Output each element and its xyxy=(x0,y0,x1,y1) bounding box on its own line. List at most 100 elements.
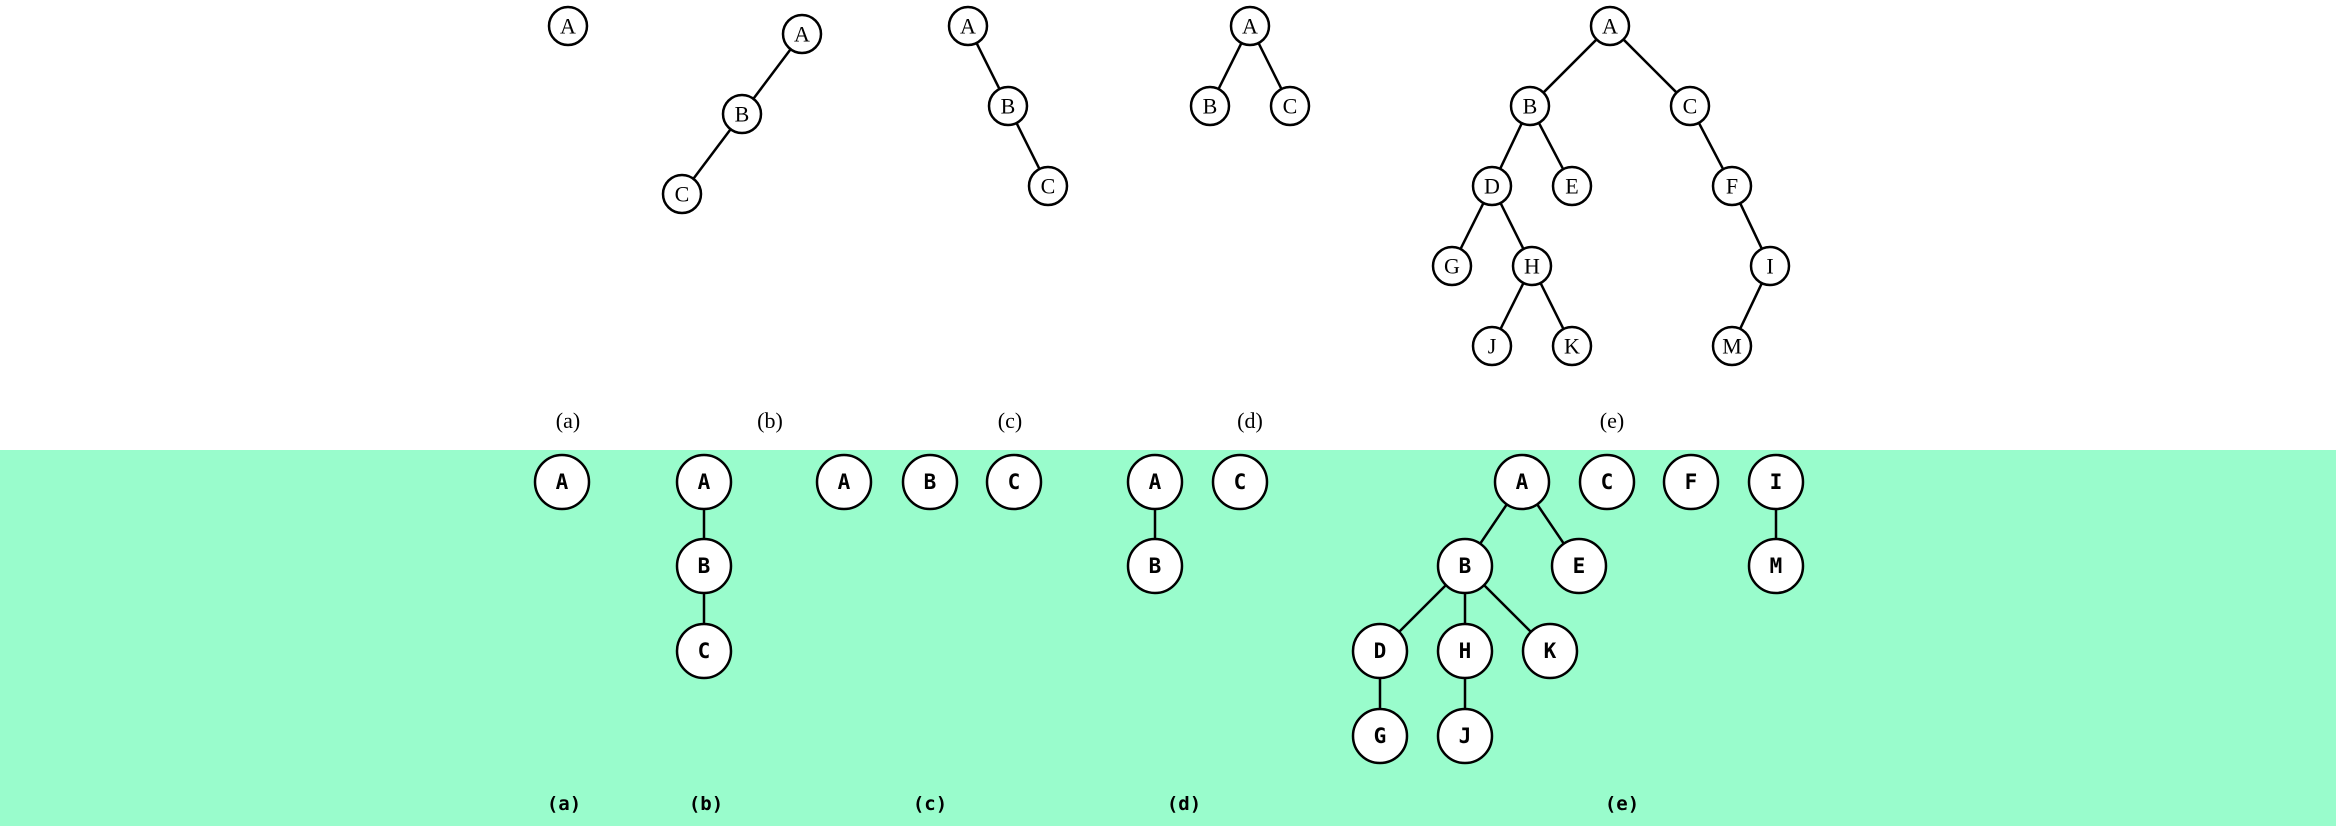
forest-node-c: C xyxy=(675,622,733,680)
forest-node-m: M xyxy=(1747,537,1805,595)
node-circle xyxy=(1589,5,1631,47)
forest-1: A(a) xyxy=(533,453,591,815)
tree-edge-c-f xyxy=(1697,122,1725,170)
tree-node-b: B xyxy=(721,93,763,135)
node-label: A xyxy=(698,470,711,494)
tree-edge-a-c xyxy=(1622,38,1678,94)
node-label: A xyxy=(1242,14,1258,39)
node-label: K xyxy=(1564,334,1580,359)
node-label: B xyxy=(698,554,711,578)
forest-node-e: E xyxy=(1550,537,1608,595)
tree-edge-b-e xyxy=(1537,122,1565,170)
forest-node-b: B xyxy=(675,537,733,595)
node-circle xyxy=(1711,325,1753,367)
node-label: B xyxy=(1523,94,1538,119)
node-label: J xyxy=(1459,724,1472,748)
node-label: B xyxy=(1149,554,1162,578)
node-circle xyxy=(1471,325,1513,367)
node-circle xyxy=(1521,622,1579,680)
tree-edge-d-g xyxy=(1459,202,1485,250)
tree-edge-a-b xyxy=(1542,38,1598,94)
node-circle xyxy=(1669,85,1711,127)
forest-node-a: A xyxy=(815,453,873,511)
node-label: I xyxy=(1766,254,1773,279)
tree-node-b: B xyxy=(1509,85,1551,127)
node-circle xyxy=(1189,85,1231,127)
node-label: I xyxy=(1770,470,1783,494)
node-label: A xyxy=(1149,470,1162,494)
forest-node-a: A xyxy=(1126,453,1184,511)
node-label: E xyxy=(1573,554,1586,578)
tree-2: ABC(b) xyxy=(661,13,823,433)
forest-edge-b-d xyxy=(1398,584,1447,633)
node-circle xyxy=(1471,165,1513,207)
node-circle xyxy=(675,537,733,595)
node-circle xyxy=(1550,537,1608,595)
tree-edge-h-k xyxy=(1539,282,1565,330)
forest-edge-b-k xyxy=(1483,584,1532,633)
forest-caption: (b) xyxy=(689,793,723,815)
node-label: C xyxy=(1601,470,1614,494)
forest-node-a: A xyxy=(533,453,591,511)
node-circle xyxy=(1351,622,1409,680)
node-circle xyxy=(1551,325,1593,367)
tree-edge-a-b xyxy=(975,42,1001,90)
tree-node-c: C xyxy=(1027,165,1069,207)
node-circle xyxy=(547,5,589,47)
tree-caption: (c) xyxy=(998,408,1022,433)
node-label: J xyxy=(1488,334,1497,359)
forest-4: ABC(d) xyxy=(1126,453,1269,815)
node-label: M xyxy=(1770,554,1783,578)
tree-caption: (a) xyxy=(556,408,580,433)
tree-node-a: A xyxy=(1229,5,1271,47)
forest-caption: (d) xyxy=(1167,793,1201,815)
node-circle xyxy=(1269,85,1311,127)
node-circle xyxy=(1431,245,1473,287)
tree-edge-b-c xyxy=(1015,122,1041,170)
node-label: B xyxy=(735,102,750,127)
node-label: B xyxy=(1459,554,1472,578)
node-label: H xyxy=(1524,254,1540,279)
forest-2: A B C (b) xyxy=(675,453,733,815)
node-label: A xyxy=(1516,470,1529,494)
forest-caption: (e) xyxy=(1605,793,1639,815)
node-circle xyxy=(1749,245,1791,287)
node-circle xyxy=(1126,537,1184,595)
tree-edge-f-i xyxy=(1739,202,1763,250)
node-label: C xyxy=(1008,470,1021,494)
forest-node-i: I xyxy=(1747,453,1805,511)
node-label: A xyxy=(838,470,851,494)
node-circle xyxy=(1747,537,1805,595)
forest-node-c: C xyxy=(985,453,1043,511)
forest-node-j: J xyxy=(1436,707,1494,765)
node-label: C xyxy=(698,639,711,663)
node-circle xyxy=(675,622,733,680)
node-circle xyxy=(1211,453,1269,511)
node-label: C xyxy=(1683,94,1698,119)
tree-caption: (b) xyxy=(757,408,783,433)
node-circle xyxy=(901,453,959,511)
tree-node-f: F xyxy=(1711,165,1753,207)
forest-node-g: G xyxy=(1351,707,1409,765)
forest-node-a: A xyxy=(675,453,733,511)
node-label: D xyxy=(1484,174,1500,199)
forest-node-a: A xyxy=(1493,453,1551,511)
tree-node-b: B xyxy=(1189,85,1231,127)
node-label: C xyxy=(1283,94,1298,119)
node-circle xyxy=(987,85,1029,127)
tree-edge-b-c xyxy=(692,128,732,180)
forest-node-b: B xyxy=(901,453,959,511)
tree-node-a: A xyxy=(547,5,589,47)
node-label: E xyxy=(1565,174,1578,199)
forest-node-f: F xyxy=(1662,453,1720,511)
tree-node-k: K xyxy=(1551,325,1593,367)
node-label: C xyxy=(1041,174,1056,199)
node-circle xyxy=(1436,707,1494,765)
forest-node-b: B xyxy=(1436,537,1494,595)
